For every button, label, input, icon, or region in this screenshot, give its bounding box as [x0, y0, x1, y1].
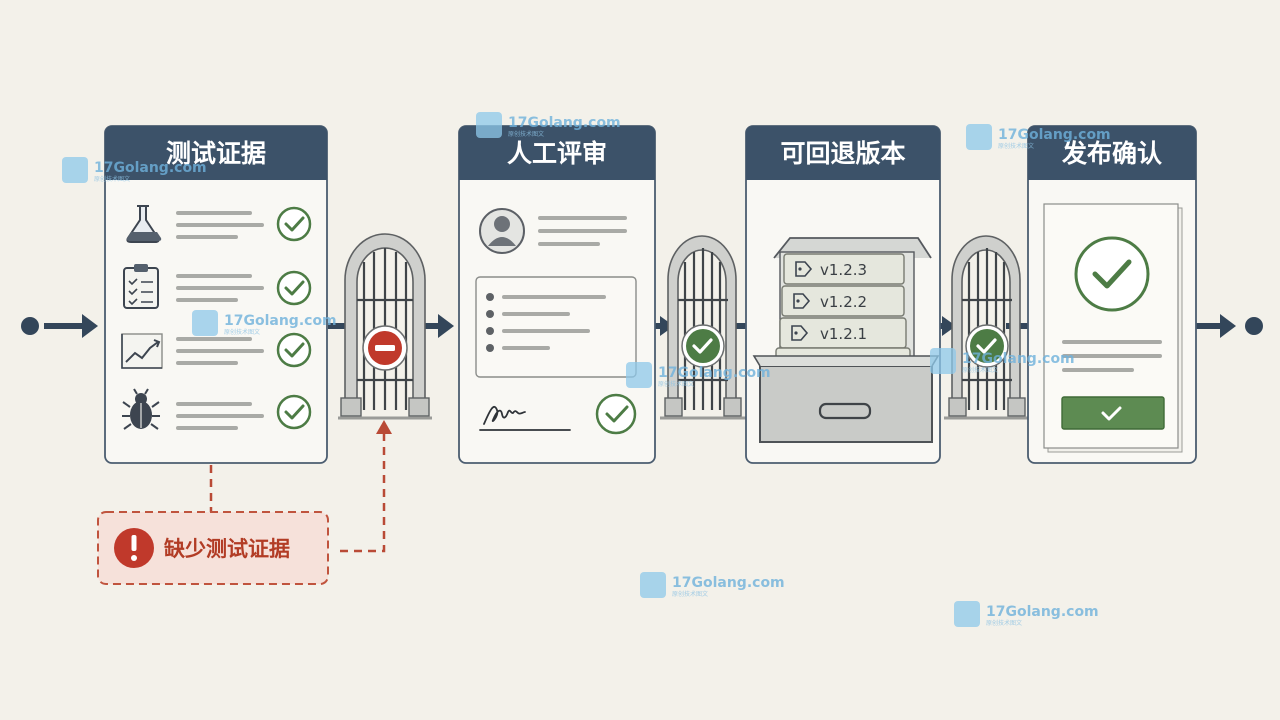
svg-text:17Golang.com: 17Golang.com	[986, 604, 1099, 620]
svg-text:原创技术图文: 原创技术图文	[94, 175, 130, 183]
watermark: 17Golang.com 原创技术图文	[62, 157, 207, 183]
svg-text:原创技术图文: 原创技术图文	[986, 619, 1022, 627]
svg-text:原创技术图文: 原创技术图文	[672, 590, 708, 598]
watermark-logo-icon	[62, 157, 88, 183]
stage-title: 可回退版本	[780, 139, 905, 168]
svg-text:原创技术图文: 原创技术图文	[998, 142, 1034, 150]
check-circle-icon	[1074, 236, 1150, 312]
review-list	[475, 276, 637, 378]
watermark-logo-icon	[476, 112, 502, 138]
check-circle-icon	[276, 270, 312, 306]
svg-text:17Golang.com: 17Golang.com	[94, 160, 207, 176]
alert-label: 缺少测试证据	[164, 537, 290, 561]
watermark: 17Golang.com 原创技术图文	[954, 601, 1099, 627]
check-circle-icon	[276, 332, 312, 368]
watermark-logo-icon	[966, 124, 992, 150]
flow-end-dot	[1245, 317, 1263, 335]
version-tab: v1.2.3	[783, 253, 905, 285]
watermark: 17Golang.com 原创技术图文	[930, 348, 1075, 374]
svg-text:17Golang.com: 17Golang.com	[962, 351, 1075, 367]
svg-text:v1.2.3: v1.2.3	[820, 261, 867, 279]
tag-icon	[791, 325, 809, 341]
stage-card-manual-review: 人工评审	[458, 125, 656, 464]
watermark: 17Golang.com 原创技术图文	[626, 362, 771, 388]
svg-text:原创技术图文: 原创技术图文	[658, 380, 694, 388]
tag-icon	[795, 261, 813, 277]
version-tab: v1.2.2	[781, 285, 905, 317]
watermark-logo-icon	[954, 601, 980, 627]
version-tab: v1.2.1	[779, 317, 907, 349]
version-drawer: v1.2.3 v1.2.2 v1.2.1 ...	[752, 237, 940, 443]
svg-text:17Golang.com: 17Golang.com	[508, 115, 621, 131]
check-circle-icon	[595, 393, 637, 435]
svg-text:原创技术图文: 原创技术图文	[508, 130, 544, 138]
minus-circle-icon	[362, 325, 408, 371]
bug-icon	[122, 388, 160, 430]
chart-icon	[121, 333, 163, 369]
gate-passed	[660, 235, 748, 420]
stage-title: 发布确认	[1061, 139, 1162, 168]
watermark-logo-icon	[192, 310, 218, 336]
svg-text:17Golang.com: 17Golang.com	[224, 313, 337, 329]
flow-start-dot	[21, 317, 39, 335]
tag-icon	[793, 293, 811, 309]
watermark: 17Golang.com 原创技术图文	[476, 112, 621, 138]
check-circle-icon	[276, 206, 312, 242]
avatar-icon	[479, 208, 525, 254]
exclamation-icon	[114, 528, 154, 568]
watermark: 17Golang.com 原创技术图文	[966, 124, 1111, 150]
check-circle-icon	[681, 324, 725, 368]
gate-blocked	[338, 233, 432, 420]
watermark: 17Golang.com 原创技术图文	[640, 572, 785, 598]
confirm-button[interactable]	[1061, 396, 1165, 430]
watermark-logo-icon	[640, 572, 666, 598]
stage-card-test-evidence: 测试证据	[104, 125, 328, 464]
svg-text:原创技术图文: 原创技术图文	[224, 328, 260, 336]
stage-card-release-confirmation: 发布确认	[1027, 125, 1197, 464]
svg-text:17Golang.com: 17Golang.com	[998, 127, 1111, 143]
checklist-icon	[123, 264, 159, 309]
confirmation-sheet	[1043, 203, 1183, 453]
missing-evidence-alert: 缺少测试证据	[97, 420, 392, 585]
flask-icon	[126, 205, 162, 243]
svg-text:原创技术图文: 原创技术图文	[962, 366, 998, 374]
watermark-logo-icon	[930, 348, 956, 374]
svg-text:17Golang.com: 17Golang.com	[672, 575, 785, 591]
signature	[479, 405, 571, 431]
check-circle-icon	[276, 394, 312, 430]
svg-text:v1.2.1: v1.2.1	[820, 325, 867, 343]
gate-passed	[944, 235, 1032, 420]
stage-card-rollback-version: 可回退版本 v1.2.3 v1.2.2	[745, 125, 941, 464]
svg-text:17Golang.com: 17Golang.com	[658, 365, 771, 381]
stage-title: 测试证据	[166, 139, 266, 168]
watermark-logo-icon	[626, 362, 652, 388]
stage-title: 人工评审	[507, 139, 607, 168]
check-circle-icon	[965, 324, 1009, 368]
svg-text:v1.2.2: v1.2.2	[820, 293, 867, 311]
watermark: 17Golang.com 原创技术图文	[192, 310, 337, 336]
